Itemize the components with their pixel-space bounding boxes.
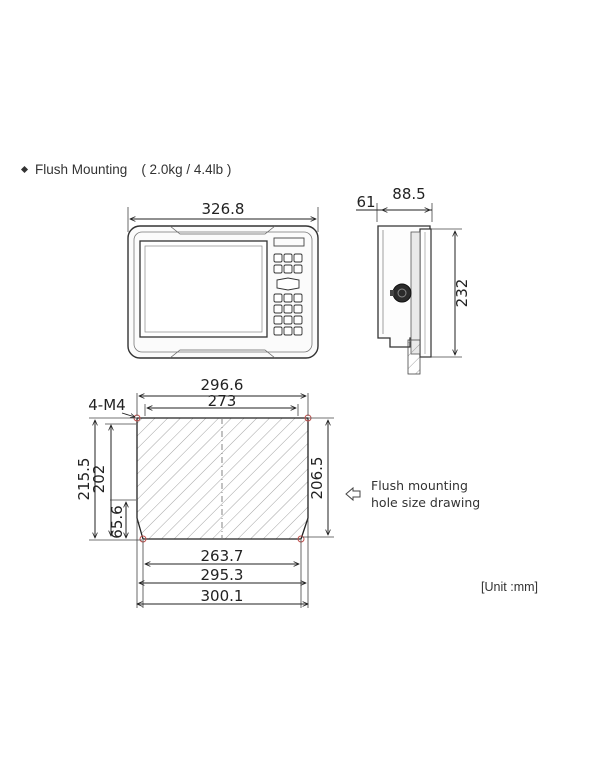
side-view: 61 88.5 232	[356, 185, 471, 375]
side-height-label: 232	[453, 279, 471, 308]
keypad-key	[273, 293, 283, 303]
keypad-key	[293, 315, 303, 325]
power-connector-icon	[390, 283, 412, 303]
note-line2: hole size drawing	[371, 495, 480, 510]
left-inner-label: 202	[90, 465, 108, 494]
heading-title: Flush Mounting	[35, 162, 128, 177]
keypad-key	[293, 293, 303, 303]
note-line1: Flush mounting	[371, 478, 468, 493]
keypad-key	[273, 326, 283, 336]
keypad-key	[283, 253, 293, 263]
arrow-left-icon	[345, 486, 361, 502]
keypad-key	[283, 304, 293, 314]
bottom-mid-label: 295.3	[201, 566, 244, 584]
top-inner-label: 273	[208, 392, 237, 410]
keypad-key	[283, 264, 293, 274]
front-width-label: 326.8	[202, 200, 245, 218]
keypad-key	[273, 304, 283, 314]
keypad-key	[293, 304, 303, 314]
front-view: 326.8	[127, 200, 319, 359]
keypad	[273, 253, 303, 336]
right-label: 206.5	[308, 457, 326, 500]
brand-plate	[273, 237, 305, 247]
left-outer-label: 215.5	[75, 458, 93, 501]
panel-section	[407, 339, 421, 375]
heading-weight: ( 2.0kg / 4.4lb )	[141, 162, 232, 177]
keypad-key	[293, 253, 303, 263]
unit-label: [Unit :mm]	[481, 580, 538, 594]
front-bezel	[419, 228, 432, 358]
lcd-screen	[139, 240, 268, 338]
keypad-key	[293, 264, 303, 274]
bottom-outer-label: 300.1	[201, 587, 244, 605]
section-heading: Flush Mounting ( 2.0kg / 4.4lb )	[20, 162, 232, 177]
mounting-panel	[410, 231, 421, 355]
keypad-key	[283, 293, 293, 303]
dpad-icon	[276, 277, 300, 291]
top-outer-label: 296.6	[201, 376, 244, 394]
keypad-key	[273, 253, 283, 263]
screw-label: 4-M4	[88, 396, 125, 414]
hole-size-note: Flush mounting hole size drawing	[345, 478, 480, 510]
bottom-inner-label: 263.7	[201, 547, 244, 565]
keypad-key	[273, 315, 283, 325]
keypad-key	[283, 326, 293, 336]
keypad-key	[293, 326, 303, 336]
front-panel-body	[127, 225, 319, 359]
cutout-hole	[136, 417, 309, 540]
side-depth-rear-label: 88.5	[392, 185, 425, 203]
keypad-key	[273, 264, 283, 274]
cutout-drawing: 4-M4 296.6 273 215.5 202 65.6 206.5 263.…	[75, 376, 334, 608]
left-lower-label: 65.6	[108, 505, 126, 538]
side-depth-front-label: 61	[356, 193, 375, 211]
keypad-key	[283, 315, 293, 325]
